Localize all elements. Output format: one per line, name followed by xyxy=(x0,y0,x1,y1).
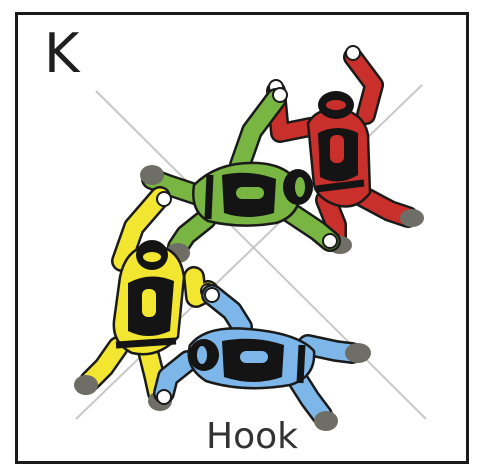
formation-card: K Hook xyxy=(15,12,469,464)
guide-line-1 xyxy=(95,90,427,420)
formation-letter: K xyxy=(44,22,80,85)
jumper-blue xyxy=(153,284,371,431)
formation-name: Hook xyxy=(206,416,298,457)
formation-diagram xyxy=(74,45,427,431)
jumper-red xyxy=(266,45,424,254)
jumper-green xyxy=(140,87,341,263)
